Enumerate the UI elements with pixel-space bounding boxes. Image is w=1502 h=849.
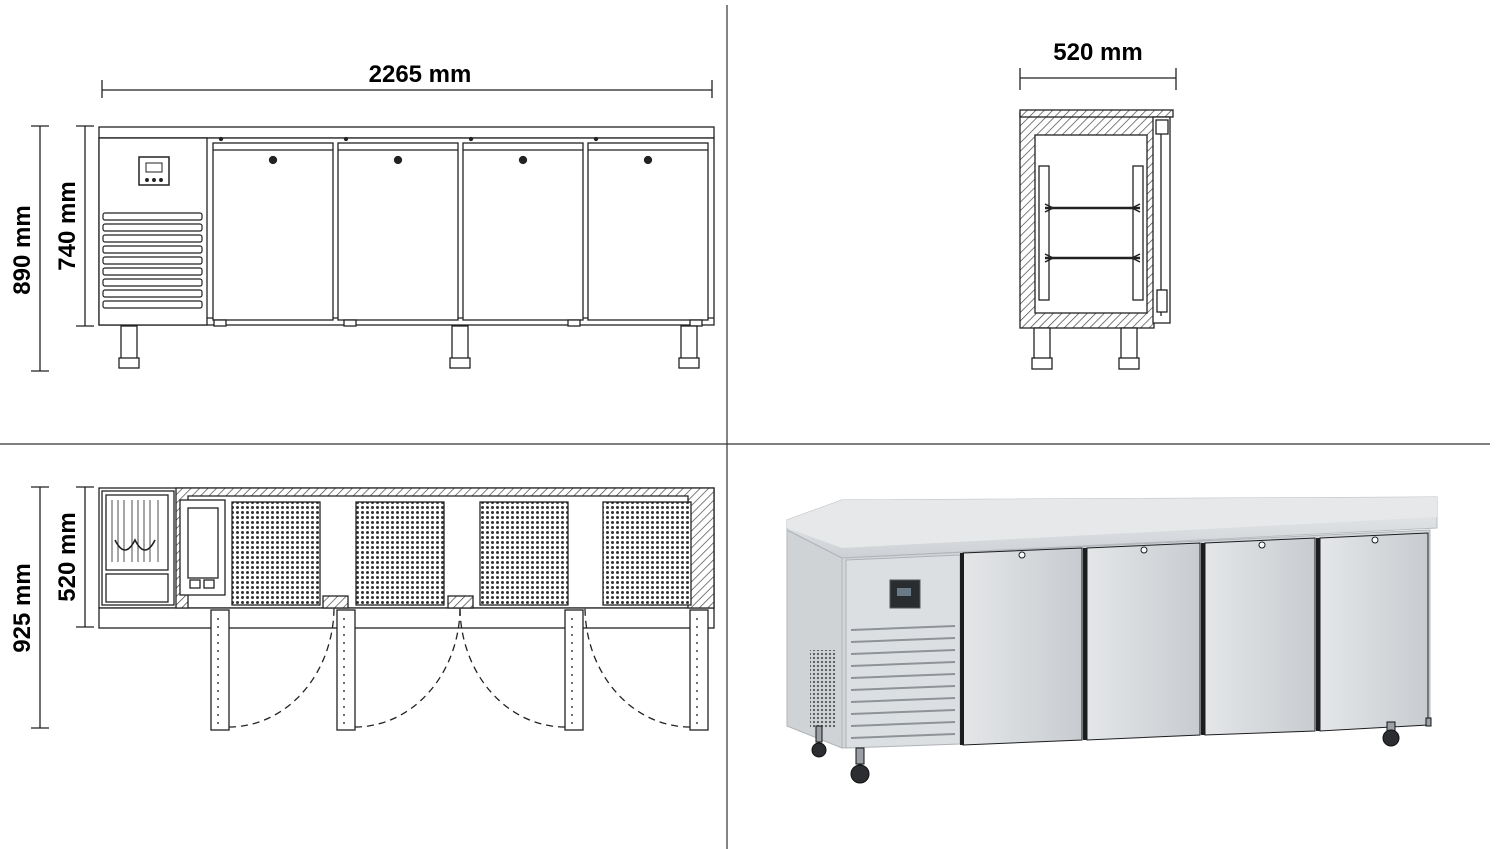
front-total-height-label: 890 mm [9, 205, 36, 294]
plan-depth-label: 520 mm [54, 512, 81, 601]
side-section-drawing [1019, 68, 1177, 370]
plan-open-doors [210, 609, 709, 731]
compressor-coil [105, 494, 169, 571]
product-castors [811, 717, 1432, 784]
height-dimension-lines [31, 125, 94, 372]
plan-dimension-lines [31, 486, 94, 729]
product-doors [960, 532, 1429, 746]
front-body-height-label: 740 mm [54, 181, 81, 270]
side-depth-label: 520 mm [1053, 39, 1142, 66]
depth-dimension-line [1019, 68, 1177, 90]
plan-view-drawing [31, 486, 715, 731]
front-doors [212, 136, 709, 327]
product-rendering [786, 496, 1438, 784]
width-dimension-line [101, 80, 713, 98]
door-swing-arcs [228, 606, 691, 728]
side-legs [1031, 327, 1140, 370]
front-width-label: 2265 mm [369, 61, 472, 88]
plan-total-depth-label: 925 mm [9, 563, 36, 652]
quadrant-dividers [0, 5, 1490, 849]
product-louvres [850, 625, 956, 739]
perforated-panels [231, 501, 692, 606]
front-worktop [98, 126, 715, 139]
control-display [138, 156, 170, 186]
vent-louvres [102, 212, 203, 309]
front-legs [118, 325, 700, 369]
front-elevation-drawing [31, 80, 715, 372]
side-shelves [1045, 206, 1140, 260]
